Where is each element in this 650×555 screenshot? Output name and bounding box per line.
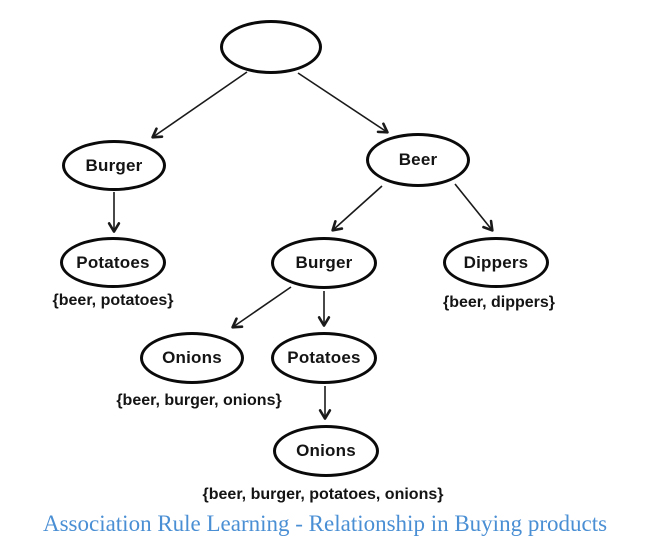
node-label: Beer (398, 150, 438, 169)
node-label: Burger (85, 155, 143, 175)
edge-beer-burger (331, 185, 383, 232)
node-dippers: Dippers (443, 237, 549, 288)
node-burger-left: Burger (62, 140, 166, 191)
edge-root-burger (151, 71, 248, 139)
diagram-caption: Association Rule Learning - Relationship… (42, 511, 608, 536)
edge-burger-onions (231, 286, 292, 329)
node-label: Dippers (463, 252, 529, 272)
node-potatoes-left: Potatoes (60, 237, 166, 288)
node-label: Onions (162, 348, 222, 367)
node-burger-middle: Burger (271, 237, 377, 289)
node-onions-bottom: Onions (273, 425, 379, 477)
node-label: Potatoes (76, 252, 150, 272)
itemset-label-beer-burger-onions: {beer, burger, onions} (116, 392, 282, 409)
node-potatoes-middle: Potatoes (271, 332, 377, 384)
node-label: Onions (296, 441, 356, 460)
node-label: Potatoes (287, 348, 361, 367)
itemset-label-beer-dippers: {beer, dippers} (442, 294, 556, 311)
itemset-label-beer-potatoes: {beer, potatoes} (52, 292, 174, 309)
node-onions-middle: Onions (140, 332, 244, 384)
edge-root-beer (297, 72, 389, 134)
node-label: Burger (295, 253, 353, 272)
itemset-label-beer-burger-potatoes-onions: {beer, burger, potatoes, onions} (202, 486, 444, 503)
node-root-empty (220, 20, 322, 74)
edge-beer-dippers (454, 183, 494, 232)
node-beer: Beer (366, 133, 470, 187)
